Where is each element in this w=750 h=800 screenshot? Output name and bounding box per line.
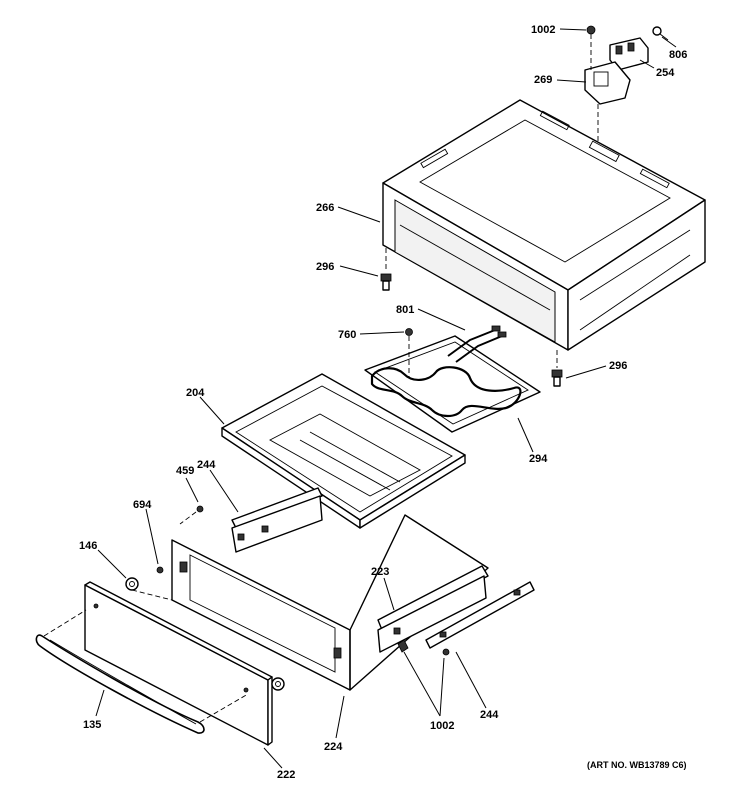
drawer-handle-135	[35, 634, 205, 734]
art-number: (ART NO. WB13789 C6)	[587, 760, 687, 770]
callout-459: 459	[176, 465, 194, 477]
callout-244-top: 244	[197, 459, 216, 471]
screw-760	[405, 328, 413, 378]
slide-rail-244-bottom	[425, 581, 535, 649]
callout-266: 266	[316, 202, 334, 214]
callout-223: 223	[371, 566, 389, 578]
bake-element-801	[370, 325, 522, 418]
drawer-pan-204	[221, 373, 466, 529]
drawer-front-222	[84, 581, 273, 746]
screw-806	[652, 26, 669, 41]
terminal-block-254	[609, 37, 649, 71]
callout-labels: 1002 806 254 269 266 296 801 760 296 204…	[79, 24, 687, 781]
leg-296-left	[380, 248, 392, 291]
callout-135: 135	[83, 719, 101, 731]
leg-296-right	[551, 350, 563, 387]
drawer-frame-224	[171, 514, 489, 691]
oven-cabinet-266	[382, 99, 706, 351]
slide-rail-244-top	[231, 487, 323, 553]
screw-1002-top	[586, 25, 596, 70]
bumper-146-left	[125, 577, 139, 591]
callout-146: 146	[79, 540, 97, 552]
callout-204: 204	[186, 387, 205, 399]
callout-296-right: 296	[609, 360, 627, 372]
screw-459	[179, 505, 204, 525]
screw-1002-bottom	[397, 639, 450, 656]
screw-694	[156, 566, 164, 574]
callout-254: 254	[656, 67, 675, 79]
bumper-146-right	[271, 677, 285, 691]
callout-760: 760	[338, 329, 356, 341]
leader-lines	[95, 28, 677, 769]
callout-694: 694	[133, 499, 152, 511]
callout-269: 269	[534, 74, 552, 86]
callout-806: 806	[669, 49, 687, 61]
callout-1002-bottom: 1002	[430, 720, 454, 732]
callout-294: 294	[529, 453, 548, 465]
callout-801: 801	[396, 304, 414, 316]
bracket-269	[584, 61, 631, 105]
callout-222: 222	[277, 769, 295, 781]
side-rail-223	[377, 565, 489, 653]
callout-224: 224	[324, 741, 343, 753]
callout-1002-top: 1002	[531, 24, 555, 36]
callout-296-left: 296	[316, 261, 334, 273]
callout-244-bottom: 244	[480, 709, 499, 721]
